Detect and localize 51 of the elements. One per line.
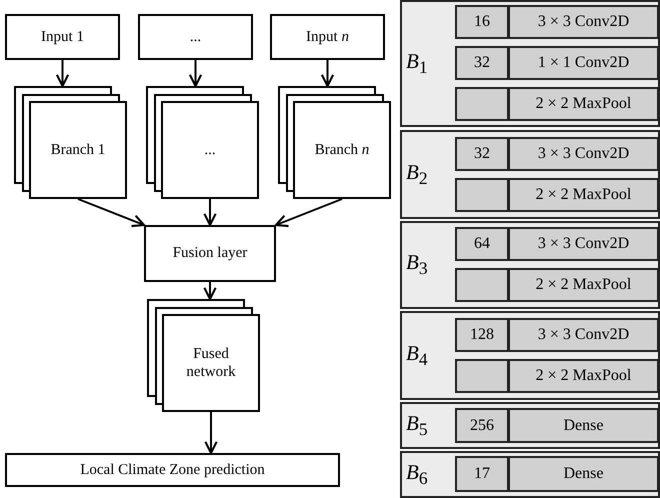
arrow bbox=[274, 198, 342, 228]
layer-type: 2 × 2 MaxPool bbox=[508, 268, 659, 302]
block-label: B$_{5}$ bbox=[406, 410, 428, 440]
filter-count: 64 bbox=[455, 227, 509, 261]
stacked-layer-box bbox=[278, 86, 391, 199]
layer-type: 2 × 2 MaxPool bbox=[508, 87, 659, 121]
process-box: Input 1 bbox=[5, 14, 120, 60]
arrow bbox=[56, 60, 70, 88]
block-panel bbox=[400, 451, 660, 498]
filter-count: 16 bbox=[455, 5, 509, 39]
block-label: B$_{4}$ bbox=[406, 340, 428, 370]
layer-label: Branch n bbox=[314, 141, 370, 159]
layer-type: 2 × 2 MaxPool bbox=[508, 359, 659, 393]
stacked-layer-box bbox=[146, 86, 259, 199]
process-box: Fusion layer bbox=[144, 225, 276, 282]
arrow bbox=[78, 198, 146, 228]
layer-label: Branch 1 bbox=[50, 141, 106, 159]
filter-count: 128 bbox=[455, 318, 509, 352]
arrow bbox=[320, 60, 334, 88]
layer-type: Dense bbox=[508, 456, 659, 492]
layer-type: 3 × 3 Conv2D bbox=[508, 137, 659, 171]
stacked-layer-box bbox=[14, 86, 127, 199]
block-panel bbox=[400, 130, 660, 219]
layer-label: Fused network bbox=[185, 345, 237, 381]
filter-count: 256 bbox=[455, 408, 509, 443]
block-label: B$_{3}$ bbox=[406, 250, 428, 280]
layer-type: Dense bbox=[508, 408, 659, 443]
layer-type: 1 × 1 Conv2D bbox=[508, 46, 659, 80]
filter-count: 17 bbox=[455, 456, 509, 492]
layer-type: 3 × 3 Conv2D bbox=[508, 227, 659, 261]
arrow bbox=[203, 199, 217, 226]
arrow bbox=[204, 412, 218, 454]
stacked-layer-box bbox=[147, 299, 260, 412]
block-label: B$_{6}$ bbox=[406, 460, 428, 489]
block-panel bbox=[400, 0, 660, 127]
layer-label: ... bbox=[204, 141, 216, 159]
arrow bbox=[203, 282, 217, 300]
arrow bbox=[188, 60, 202, 88]
filter-count: 32 bbox=[455, 46, 509, 80]
block-panel bbox=[400, 311, 660, 400]
process-box: Input n bbox=[270, 14, 385, 60]
process-box: ... bbox=[138, 14, 253, 60]
block-label: B$_{2}$ bbox=[406, 160, 428, 189]
block-panel bbox=[400, 221, 660, 309]
layer-type: 3 × 3 Conv2D bbox=[508, 5, 659, 39]
block-label: B$_{1}$ bbox=[406, 48, 428, 78]
layer-type: 3 × 3 Conv2D bbox=[508, 318, 659, 352]
filter-count: 32 bbox=[455, 137, 509, 171]
layer-type: 2 × 2 MaxPool bbox=[508, 178, 659, 212]
block-panel bbox=[400, 402, 660, 449]
process-box: Local Climate Zone prediction bbox=[5, 453, 340, 487]
